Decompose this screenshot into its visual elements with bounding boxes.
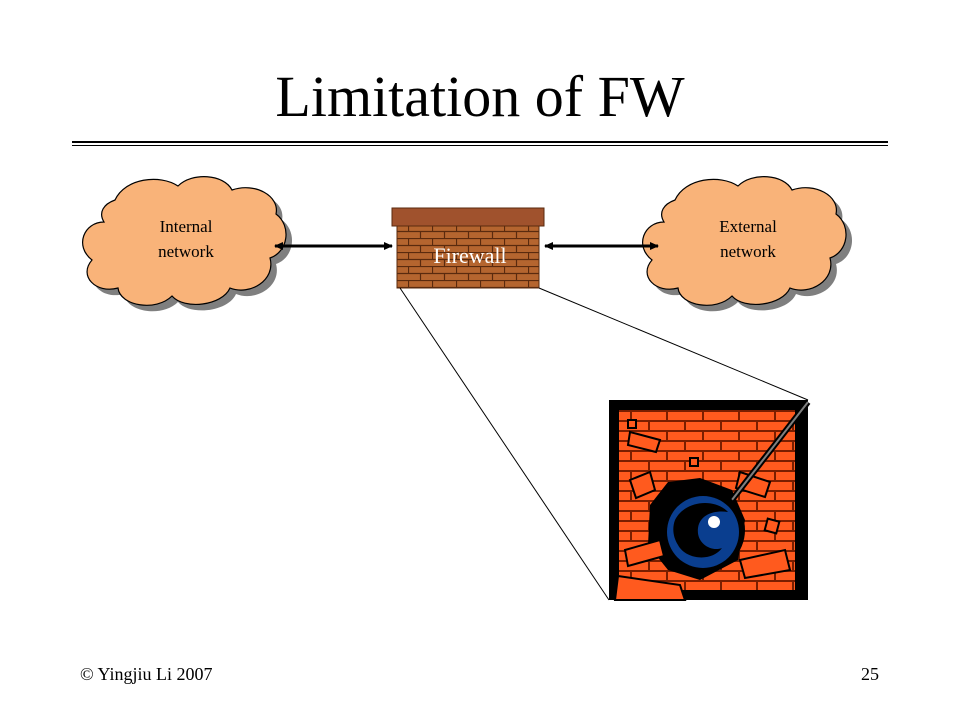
wrecking-ball-clipart bbox=[609, 400, 811, 601]
external-network-label-2: network bbox=[720, 242, 776, 261]
slide-title: Limitation of FW bbox=[275, 64, 685, 129]
internal-network-label-1: Internal bbox=[160, 217, 213, 236]
firewall-label: Firewall bbox=[433, 243, 506, 268]
footer-copyright: © Yingjiu Li 2007 bbox=[80, 664, 213, 684]
internal-network-label-2: network bbox=[158, 242, 214, 261]
zoom-line-right bbox=[538, 287, 809, 401]
title-rule-thin bbox=[72, 145, 888, 146]
page-number: 25 bbox=[861, 664, 879, 684]
internal-network-cloud: Internal network bbox=[82, 176, 293, 312]
zoom-line-left bbox=[399, 287, 610, 601]
external-network-label-1: External bbox=[719, 217, 777, 236]
title-rule bbox=[72, 141, 888, 143]
external-network-cloud: External network bbox=[642, 176, 853, 312]
firewall-wall: Firewall bbox=[391, 207, 545, 289]
